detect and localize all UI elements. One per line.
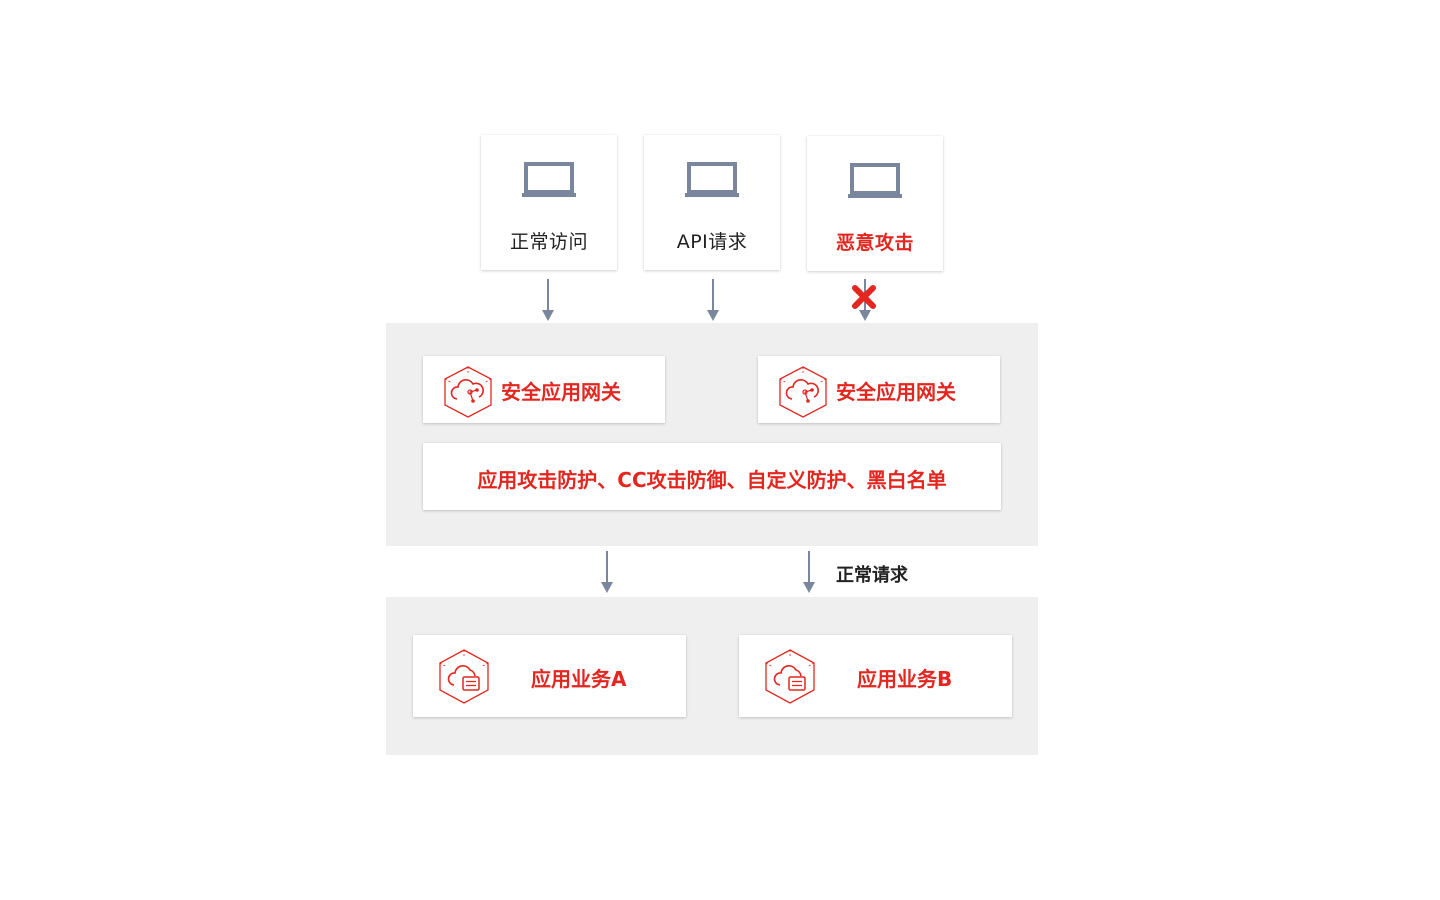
cloud-server-hex-icon [439, 649, 489, 704]
laptop-icon [685, 162, 739, 197]
gateway-label: 安全应用网关 [501, 380, 621, 404]
gateway-label: 安全应用网关 [836, 380, 956, 404]
flow-arrow-down [601, 551, 613, 593]
gateway-card: 安全应用网关 [758, 356, 1000, 423]
protection-features-card: 应用攻击防护、CC攻击防御、自定义防护、黑白名单 [423, 443, 1001, 510]
laptop-icon [522, 162, 576, 197]
client-card-malicious-attack: 恶意攻击 [807, 136, 943, 271]
business-label: 应用业务A [531, 667, 627, 691]
business-label: 应用业务B [857, 667, 953, 691]
business-card-b: 应用业务B [739, 635, 1012, 717]
flow-arrow-down [542, 279, 554, 321]
normal-request-label: 正常请求 [836, 565, 908, 586]
protection-features-label: 应用攻击防护、CC攻击防御、自定义防护、黑白名单 [477, 468, 947, 492]
client-card-api-request: API请求 [644, 135, 780, 270]
client-label: 恶意攻击 [835, 232, 914, 254]
flow-arrow-down [803, 551, 815, 593]
gateway-card: 安全应用网关 [423, 356, 665, 423]
cloud-gateway-hex-icon [779, 366, 827, 418]
laptop-icon [848, 163, 902, 198]
gateway-layer-panel: 安全应用网关 安全应用网关 应用攻击防护、CC攻击防御、自定义防护、黑白名单 [386, 323, 1038, 546]
flow-arrow-down [707, 279, 719, 321]
business-card-a: 应用业务A [413, 635, 686, 717]
client-label: API请求 [676, 231, 748, 253]
cloud-server-hex-icon [765, 649, 815, 704]
business-layer-panel: 应用业务A 应用业务B [386, 597, 1038, 755]
client-label: 正常访问 [509, 231, 588, 253]
cloud-gateway-hex-icon [444, 366, 492, 418]
client-card-normal-access: 正常访问 [481, 135, 617, 270]
blocked-x-icon [852, 285, 876, 309]
